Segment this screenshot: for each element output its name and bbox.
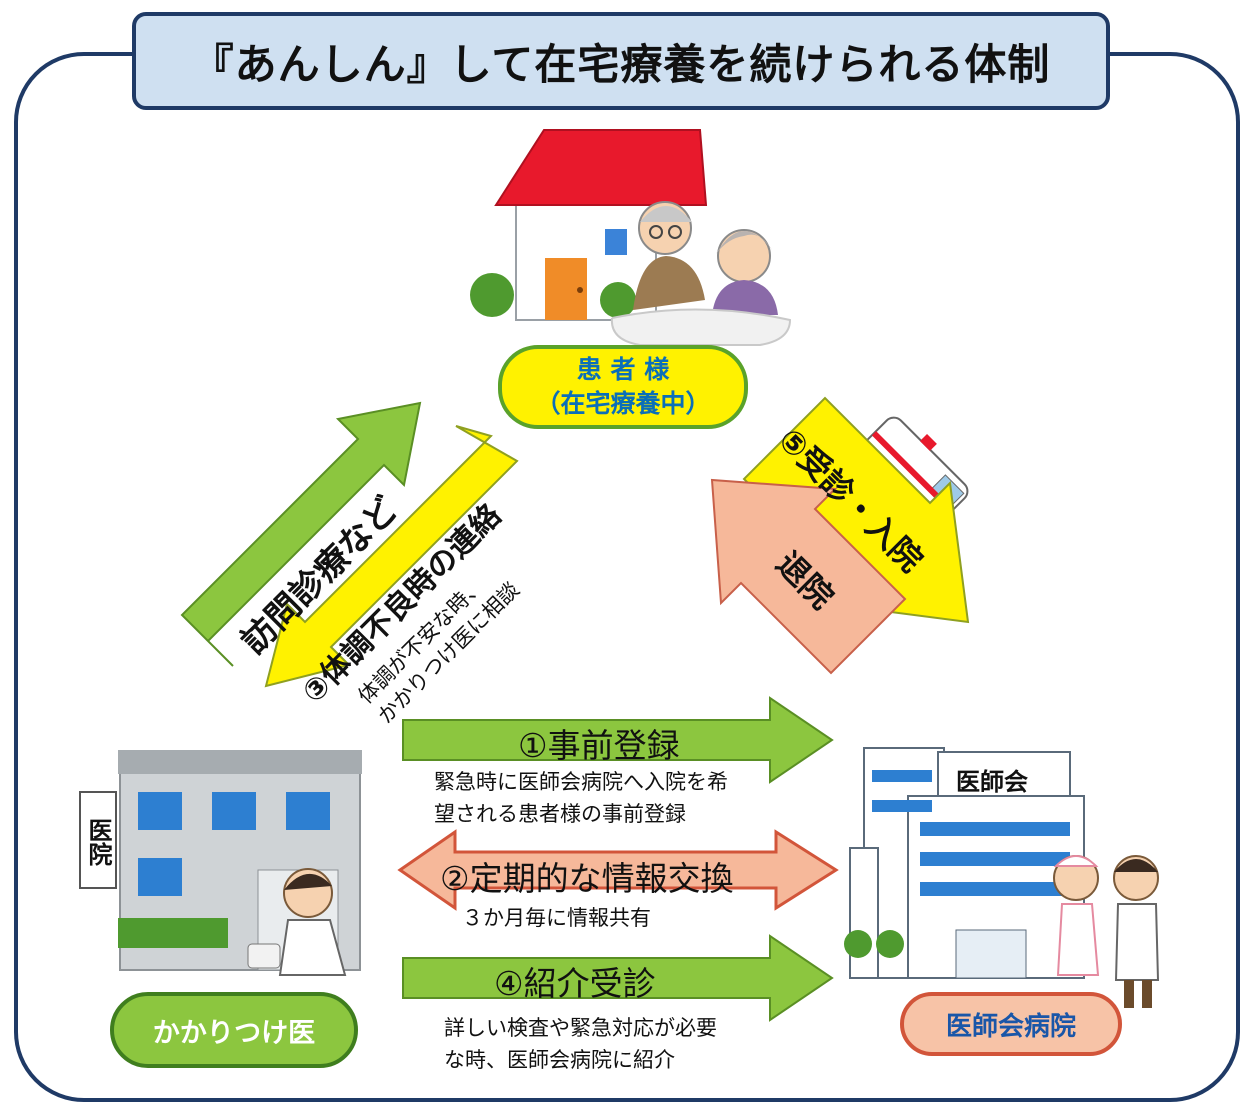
doctor-node: かかりつけ医 — [110, 992, 358, 1068]
patient-label: 患 者 様 — [576, 355, 670, 384]
register-label: ①事前登録 — [518, 726, 680, 765]
register-note-line2: 望される患者様の事前登録 — [434, 802, 686, 826]
exchange-label: ②定期的な情報交換 — [440, 859, 734, 898]
referral-note-line1: 詳しい検査や緊急対応が必要 — [444, 1016, 717, 1040]
title-text: 『あんしん』して在宅療養を続けられる体制 — [191, 39, 1051, 89]
register-note: 緊急時に医師会病院へ入院を希 望される患者様の事前登録 — [434, 766, 728, 830]
patient-status: （在宅療養中） — [535, 389, 711, 418]
referral-note-line2: な時、医師会病院に紹介 — [444, 1048, 675, 1072]
exchange-arrow — [397, 829, 839, 911]
page-title: 『あんしん』して在宅療養を続けられる体制 — [132, 12, 1110, 110]
exchange-note: ３か月毎に情報共有 — [462, 906, 651, 930]
hospital-building-sign: 医師会 — [956, 768, 1028, 796]
clinic-illustration — [79, 750, 362, 976]
referral-note: 詳しい検査や緊急対応が必要 な時、医師会病院に紹介 — [444, 1012, 717, 1076]
patient-node: 患 者 様 （在宅療養中） — [498, 345, 748, 429]
referral-label: ④紹介受診 — [494, 964, 656, 1003]
hospital-node: 医師会病院 — [900, 992, 1122, 1056]
hospital-label: 医師会病院 — [945, 1011, 1076, 1042]
visit-arrow — [180, 401, 422, 667]
register-note-line1: 緊急時に医師会病院へ入院を希 — [434, 770, 728, 794]
doctor-label: かかりつけ医 — [152, 1017, 316, 1049]
contact-arrow — [264, 425, 519, 688]
house-illustration — [470, 129, 792, 346]
referral-arrow — [402, 934, 834, 1022]
discharge-arrow — [710, 478, 907, 675]
register-arrow — [402, 696, 834, 784]
clinic-sign: 医院 — [84, 818, 112, 866]
hospital-illustration — [844, 747, 1160, 1008]
